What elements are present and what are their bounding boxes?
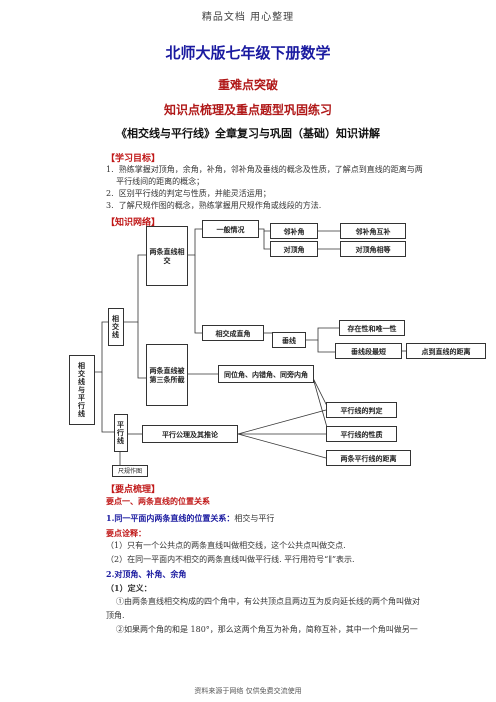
def-1: ①由两条直线相交构成的四个角中，有公共顶点且两边互为反向延长线的两个角叫做对 (116, 597, 420, 606)
note-1: （1）只有一个公共点的两条直线叫做相交线，这个公共点叫做交点. (106, 541, 346, 550)
node-angles: 同位角、内错角、同旁内角 (218, 365, 314, 383)
node-property: 平行线的性质 (326, 426, 397, 442)
node-construct: 尺规作图 (112, 465, 148, 477)
sub1-value: 相交与平行 (234, 514, 275, 523)
goals-item: 3. 了解尺规作图的概念，熟练掌握用尺规作角或线段的方法. (106, 201, 322, 210)
def-1b: 顶角. (106, 611, 125, 620)
node-adjacent: 邻补角 (270, 223, 318, 239)
node-axiom: 平行公理及其推论 (142, 425, 238, 443)
node-perp: 垂线 (272, 332, 306, 348)
sub1-title: 1.同一平面内两条直线的位置关系： (106, 513, 235, 523)
node-dist-point: 点到直线的距离 (406, 343, 486, 359)
sub1-line: 1.同一平面内两条直线的位置关系：相交与平行 (106, 512, 274, 525)
subtitle-2: 知识点梳理及重点题型巩固练习 (163, 103, 332, 117)
subtitle-1: 重难点突破 (217, 78, 278, 92)
node-adjacent-comp: 邻补角互补 (340, 223, 406, 239)
def-title: （1）定义： (106, 583, 152, 593)
node-dist-parallel: 两条平行线的距离 (326, 450, 411, 466)
goals-heading: 【学习目标】 (106, 154, 161, 164)
goals-item: 1. 熟练掌握对顶角，余角，补角，邻补角及垂线的概念及性质，了解点到直线的距离与… (106, 165, 423, 174)
note-2: （2）在同一平面内不相交的两条直线叫做平行线. 平行用符号“∥”表示. (106, 555, 355, 564)
node-intersect: 相交线 (108, 308, 124, 346)
goals-item: 平行线间的距离的概念； (106, 177, 205, 186)
page-footer: 资料来源于网络 仅供免费交流使用 (194, 687, 302, 695)
network-heading: 【知识网络】 (106, 218, 161, 228)
note-title: 要点诠释： (106, 528, 146, 538)
summary-heading: 【要点梳理】 (106, 485, 161, 495)
node-third-line: 两条直线被第三条所截 (146, 344, 188, 406)
node-parallel: 平行线 (114, 414, 128, 452)
chapter-title: 《相交线与平行线》全章复习与巩固（基础）知识讲解 (116, 127, 380, 140)
def-2: ②如果两个角的和是 180°，那么这两个角互为补角，简称互补，其中一个角叫做另一 (116, 625, 418, 634)
main-title: 北师大版七年级下册数学 (165, 44, 331, 62)
node-general: 一般情况 (202, 220, 259, 238)
node-two-lines: 两条直线相交 (146, 226, 188, 286)
node-vertical-eq: 对顶角相等 (340, 241, 406, 257)
node-root: 相交线与平行线 (69, 355, 95, 425)
node-perp-intersect: 相交成直角 (202, 325, 264, 341)
page-header: 精品文档 用心整理 (201, 12, 295, 23)
point1-heading: 要点一、两条直线的位置关系 (106, 496, 210, 506)
node-unique: 存在性和唯一性 (339, 320, 405, 336)
node-judge: 平行线的判定 (326, 402, 397, 418)
node-vertical: 对顶角 (270, 241, 318, 257)
node-shortest: 垂线段最短 (335, 343, 402, 359)
goals-item: 2. 区别平行线的判定与性质，并能灵活运用； (106, 189, 271, 198)
sub2-title: 2.对顶角、补角、余角 (106, 569, 187, 579)
